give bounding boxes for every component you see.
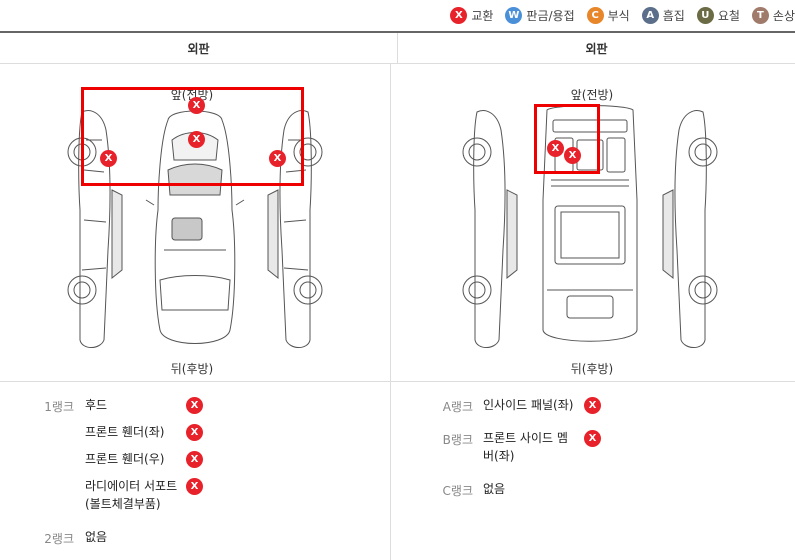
legend-item-welding: W 판금/용접 bbox=[505, 7, 575, 24]
legend-item-dent: U 요철 bbox=[696, 7, 740, 24]
legend-label: 요철 bbox=[717, 9, 740, 23]
scratch-icon: A bbox=[641, 7, 659, 24]
frame-damage-highlight-box bbox=[534, 104, 600, 174]
rank1-label: 1랭크 bbox=[44, 400, 74, 414]
radiator-support-replace-marker[interactable]: X bbox=[188, 131, 205, 148]
row-divider bbox=[0, 381, 795, 382]
radiator-list-marker: X bbox=[186, 478, 203, 495]
corrosion-icon: C bbox=[586, 7, 604, 24]
legend-label: 판금/용접 bbox=[526, 9, 575, 23]
frame-front-label: 앞(전방) bbox=[570, 88, 614, 102]
left-side-view bbox=[67, 110, 123, 348]
welding-icon: W bbox=[505, 7, 523, 24]
front-label: 앞(전방) bbox=[170, 88, 214, 102]
panel-header-row: 외판 외판 bbox=[0, 31, 795, 64]
rank2-value: 없음 bbox=[85, 530, 108, 544]
hood-replace-marker[interactable]: X bbox=[188, 97, 205, 114]
part-radiator-support: 라디에이터 서포트 bbox=[85, 479, 178, 493]
right-fender-replace-marker[interactable]: X bbox=[269, 150, 286, 167]
part-hood: 후드 bbox=[85, 398, 108, 412]
fender-right-list-marker: X bbox=[186, 451, 203, 468]
legend-label: 흠집 bbox=[662, 9, 685, 23]
rankC-value: 없음 bbox=[483, 482, 506, 496]
frame-right-side bbox=[662, 110, 718, 348]
dent-icon: U bbox=[696, 7, 714, 24]
front-side-member-replace-marker[interactable]: X bbox=[564, 147, 581, 164]
legend-item-replace: X 교환 bbox=[450, 7, 493, 24]
right-side-view bbox=[267, 110, 323, 348]
part-radiator-support-note: (볼트체결부품) bbox=[85, 497, 161, 511]
inside-panel-replace-marker[interactable]: X bbox=[547, 140, 564, 157]
left-panel-title: 외판 bbox=[0, 33, 398, 63]
part-front-fender-right: 프론트 휀더(우) bbox=[85, 452, 165, 466]
rankB-label: B랭크 bbox=[442, 433, 473, 447]
legend-label: 손상 bbox=[772, 9, 795, 23]
damage-icon: T bbox=[751, 7, 769, 24]
part-front-side-member: 프론트 사이드 멤 bbox=[483, 431, 568, 445]
left-fender-replace-marker[interactable]: X bbox=[100, 150, 117, 167]
legend-item-scratch: A 흠집 bbox=[641, 7, 685, 24]
damage-highlight-box bbox=[81, 87, 304, 186]
part-front-fender-left: 프론트 휀더(좌) bbox=[85, 425, 165, 439]
fender-left-list-marker: X bbox=[186, 424, 203, 441]
exterior-car-diagram bbox=[67, 110, 323, 348]
inside-panel-list-marker: X bbox=[584, 397, 601, 414]
damage-legend: X 교환 W 판금/용접 C 부식 A 흠집 U 요철 T 손상 bbox=[0, 0, 795, 31]
part-front-side-member-cont: 버(좌) bbox=[483, 449, 515, 463]
legend-item-corrosion: C 부식 bbox=[586, 7, 630, 24]
rankA-label: A랭크 bbox=[442, 400, 473, 414]
hood-list-marker: X bbox=[186, 397, 203, 414]
replace-icon: X bbox=[450, 7, 468, 24]
part-inside-panel: 인사이드 패널(좌) bbox=[483, 398, 574, 412]
frame-left-side bbox=[462, 110, 518, 348]
right-panel-title: 외판 bbox=[585, 41, 608, 56]
legend-item-damage: T 손상 bbox=[751, 7, 795, 24]
rankC-label: C랭크 bbox=[442, 484, 473, 498]
frame-rear-label: 뒤(후방) bbox=[570, 362, 614, 376]
legend-label: 교환 bbox=[471, 9, 494, 23]
column-divider bbox=[390, 64, 391, 560]
legend-label: 부식 bbox=[607, 9, 630, 23]
rear-label: 뒤(후방) bbox=[170, 362, 214, 376]
rank2-label: 2랭크 bbox=[44, 532, 74, 546]
side-member-list-marker: X bbox=[584, 430, 601, 447]
